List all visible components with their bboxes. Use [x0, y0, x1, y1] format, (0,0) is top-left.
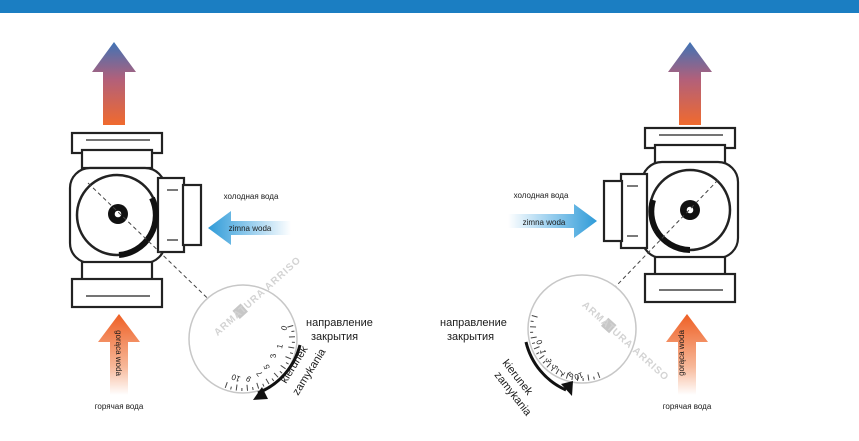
cold-water-inlet-arrow	[508, 204, 597, 238]
dial-tick	[546, 362, 552, 368]
cold-water-inlet-arrow	[208, 211, 291, 245]
hot-water-label-ru: горячая вода	[95, 402, 144, 411]
dial-tick	[256, 382, 260, 389]
closing-direction-arrow	[257, 344, 302, 395]
dial-tick	[587, 374, 590, 381]
dial-tick	[533, 346, 540, 350]
dial-number-10: 10	[230, 372, 242, 384]
dial-tick	[550, 368, 554, 372]
header-bar	[0, 0, 859, 13]
dial-tick	[530, 336, 537, 339]
dial-number-7: 7	[254, 369, 264, 378]
closing-direction-arrowhead	[561, 381, 573, 396]
dial-tick	[542, 360, 546, 364]
hot-water-label-ru: горячая вода	[663, 402, 712, 411]
dial-number-3: 3	[544, 358, 553, 364]
dial-number-9: 9	[566, 369, 575, 379]
closing-direction-arrow	[524, 341, 567, 392]
hot-water-label-pl: gorąca woda	[114, 330, 123, 376]
dial-number-3: 3	[269, 353, 278, 359]
dial-tick	[230, 386, 232, 390]
dial-tick	[280, 364, 286, 370]
dial-tick	[252, 386, 254, 391]
hot-water-inlet-arrow	[666, 314, 708, 395]
hot-water-label-pl: gorąca woda	[677, 330, 686, 376]
dial-tick	[576, 374, 579, 381]
dial-tick	[265, 378, 270, 385]
mixed-water-outlet-arrow	[668, 42, 712, 125]
dial-number-0: 0	[534, 339, 544, 347]
dial-tick	[593, 376, 595, 380]
dial-number-1: 1	[275, 343, 285, 349]
valve-sector	[118, 196, 159, 258]
cold-water-label-ru: холодная вода	[514, 191, 569, 200]
dial-tick	[288, 346, 295, 349]
dial-tick	[531, 315, 538, 318]
dial-number-7: 7	[556, 368, 566, 377]
dial-tick	[271, 378, 275, 382]
dial-tick	[539, 354, 545, 360]
dial-tick	[536, 352, 540, 355]
dial-tick	[285, 356, 292, 360]
dial-number-1: 1	[538, 349, 548, 355]
dial-tick	[560, 373, 563, 377]
cold-water-label-ru: холодная вода	[224, 192, 279, 201]
dial-tick	[246, 384, 249, 391]
dial-tick	[531, 342, 536, 345]
valve-sector	[653, 228, 691, 253]
dial-tick	[262, 383, 265, 387]
dial-number-0: 0	[279, 324, 289, 332]
closing-direction-label-ru-1: направление	[306, 317, 373, 329]
dial-tick	[555, 368, 560, 375]
dial-tick	[224, 382, 228, 389]
mixed-water-outlet-arrow	[92, 42, 136, 125]
dial-tick	[279, 370, 283, 374]
closing-direction-label-ru-1: направление	[440, 317, 507, 329]
dial-number-10: 10	[572, 370, 584, 382]
cold-water-label-pl: zimna woda	[523, 218, 566, 227]
dial-tick	[597, 372, 601, 379]
cold-water-label-pl: zimna woda	[229, 224, 272, 233]
dial-tick	[571, 376, 573, 381]
dial-number-9: 9	[244, 373, 253, 383]
dial-tick	[285, 362, 289, 365]
closing-direction-label-ru-2: закрытия	[311, 331, 358, 343]
closing-direction-arrowhead	[253, 387, 268, 400]
closing-direction-label-ru-2: закрытия	[447, 331, 494, 343]
dial-number-5: 5	[549, 363, 559, 371]
dial-tick	[287, 325, 294, 328]
hot-water-inlet-arrow	[98, 314, 140, 395]
left-valve: холодная вода zimna woda gorąca woda гор…	[68, 42, 373, 411]
dial-tick	[273, 372, 279, 378]
dial-tick	[235, 384, 238, 391]
dial-tick	[565, 372, 569, 379]
dial-tick	[289, 352, 294, 355]
right-valve: холодная вода zimna woda gorąca woda гор…	[440, 42, 740, 419]
dial-number-5: 5	[262, 363, 272, 371]
